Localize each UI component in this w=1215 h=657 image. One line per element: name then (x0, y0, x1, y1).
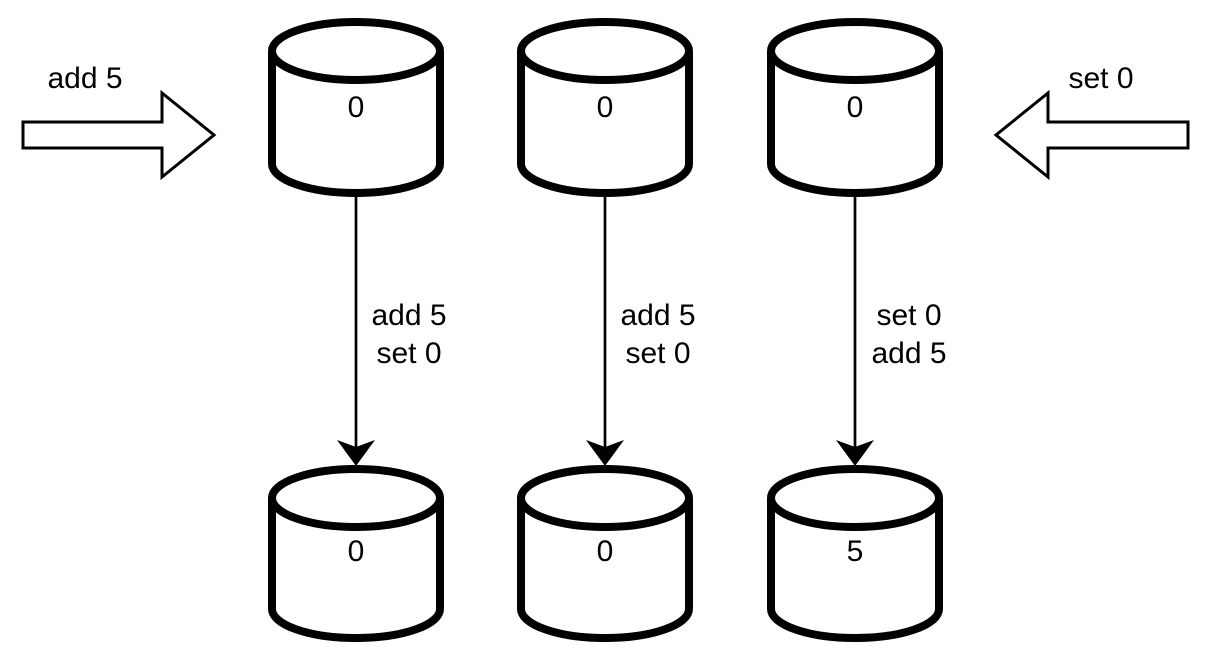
database-cylinder-top-2: 0 (517, 18, 693, 197)
database-top-ellipse (517, 465, 693, 531)
operation-order-line1: add 5 (620, 299, 695, 332)
flow-arrow-2: add 5 set 0 (586, 195, 696, 466)
database-top-ellipse (268, 18, 444, 84)
operation-order-line2: set 0 (376, 337, 441, 370)
replica-column-1: 0 add 5 set 0 0 (268, 18, 447, 642)
incoming-left-label: add 5 (47, 62, 122, 95)
database-top-ellipse (268, 465, 444, 531)
flow-arrow-1: add 5 set 0 (337, 195, 447, 466)
left-pointing-block-arrow-icon (993, 89, 1190, 181)
database-cylinder-top-3: 0 (767, 18, 943, 197)
incoming-operation-left: add 5 (21, 62, 217, 181)
database-icon (268, 498, 444, 642)
initial-value: 0 (847, 91, 864, 124)
database-cylinder-bottom-3: 5 (767, 465, 943, 642)
database-icon (517, 51, 693, 197)
database-top-ellipse (517, 18, 693, 84)
arrowhead-icon (337, 440, 375, 466)
database-icon (767, 498, 943, 642)
operation-order-line2: add 5 (871, 337, 946, 370)
database-cylinder-top-1: 0 (268, 18, 444, 197)
database-cylinder-bottom-2: 0 (517, 465, 693, 642)
final-value: 5 (847, 535, 864, 568)
database-top-ellipse (767, 18, 943, 84)
initial-value: 0 (348, 91, 365, 124)
final-value: 0 (597, 535, 614, 568)
final-value: 0 (348, 535, 365, 568)
operation-order-line2: set 0 (625, 337, 690, 370)
initial-value: 0 (597, 91, 614, 124)
database-icon (268, 51, 444, 197)
replica-column-3: 0 set 0 add 5 5 (767, 18, 947, 642)
flow-arrow-3: set 0 add 5 (836, 195, 947, 466)
operation-order-line1: add 5 (371, 299, 446, 332)
replica-column-2: 0 add 5 set 0 0 (517, 18, 696, 642)
database-cylinder-bottom-1: 0 (268, 465, 444, 642)
database-top-ellipse (767, 465, 943, 531)
database-icon (767, 51, 943, 197)
database-icon (517, 498, 693, 642)
incoming-operation-right: set 0 (993, 62, 1190, 181)
arrowhead-icon (836, 440, 874, 466)
operation-order-line1: set 0 (876, 299, 941, 332)
incoming-right-label: set 0 (1068, 62, 1133, 95)
arrowhead-icon (586, 440, 624, 466)
right-pointing-block-arrow-icon (21, 89, 217, 181)
